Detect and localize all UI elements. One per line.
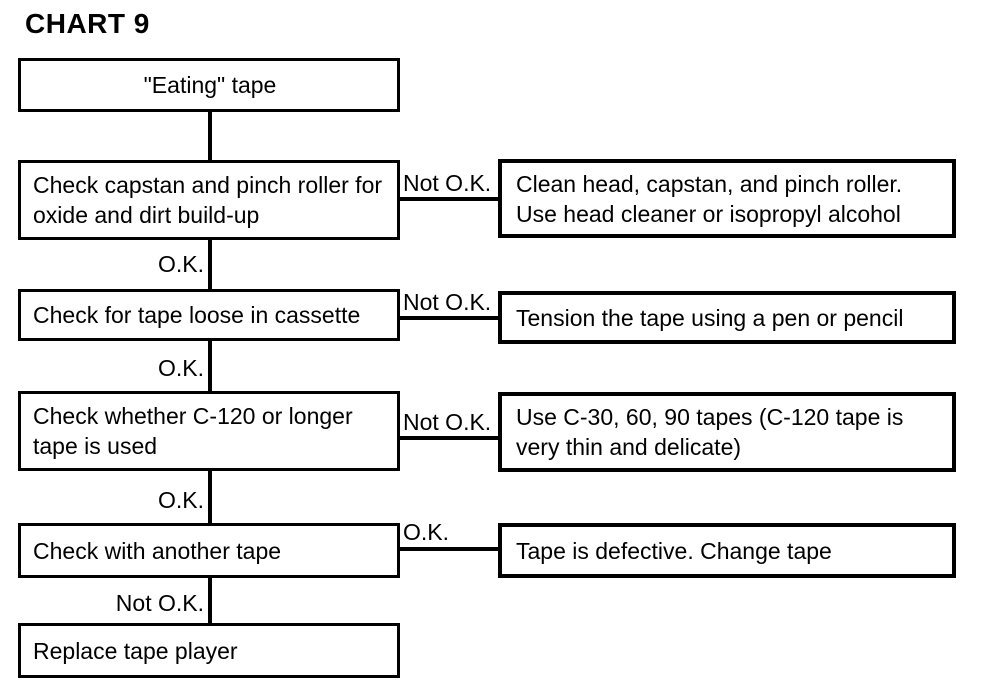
connector-down-3 (208, 469, 212, 523)
branch-label-not-ok-1: Not O.K. (403, 170, 492, 196)
remedy-clean-head-label: Clean head, capstan, and pinch roller. U… (516, 170, 903, 227)
check-another-tape-box: Check with another tape (18, 523, 400, 578)
check-capstan-box: Check capstan and pinch roller for oxide… (18, 160, 400, 240)
branch-label-not-ok-4: Not O.K. (115, 590, 204, 616)
branch-label-not-ok-2: Not O.K. (403, 289, 492, 315)
symptom-box: "Eating" tape (18, 58, 400, 112)
remedy-tension-tape-box: Tension the tape using a pen or pencil (498, 291, 956, 344)
remedy-change-tape-box: Tape is defective. Change tape (498, 523, 956, 578)
connector-down-2 (208, 339, 212, 391)
remedy-use-shorter-tapes-box: Use C-30, 60, 90 tapes (C-120 tape is ve… (498, 392, 956, 472)
check-c120-box: Check whether C-120 or longer tape is us… (18, 391, 400, 471)
check-loose-tape-box: Check for tape loose in cassette (18, 289, 400, 341)
chart-title: CHART 9 (25, 8, 150, 39)
symptom-label: "Eating" tape (143, 72, 277, 98)
branch-label-not-ok-3: Not O.K. (403, 409, 492, 435)
remedy-change-tape-label: Tape is defective. Change tape (516, 537, 832, 564)
check-c120-label: Check whether C-120 or longer tape is us… (33, 403, 353, 459)
connector-side-1 (400, 197, 498, 201)
branch-label-ok-1: O.K. (157, 251, 204, 277)
branch-label-ok-3: O.K. (157, 487, 204, 513)
replace-player-label: Replace tape player (33, 637, 238, 664)
connector-side-3 (400, 436, 498, 440)
replace-player-box: Replace tape player (18, 623, 400, 678)
check-loose-tape-label: Check for tape loose in cassette (33, 302, 361, 328)
connector-down-4 (208, 576, 212, 623)
branch-label-ok-2: O.K. (157, 355, 204, 381)
connector-down-0 (208, 110, 212, 160)
remedy-use-shorter-tapes-label: Use C-30, 60, 90 tapes (C-120 tape is ve… (516, 404, 904, 460)
remedy-clean-head-box: Clean head, capstan, and pinch roller. U… (498, 159, 956, 238)
branch-label-ok-side-4: O.K. (403, 519, 450, 545)
connector-side-4 (400, 547, 498, 551)
connector-side-2 (400, 316, 498, 320)
check-another-tape-label: Check with another tape (33, 537, 282, 564)
connector-down-1 (208, 238, 212, 289)
remedy-tension-tape-label: Tension the tape using a pen or pencil (516, 304, 904, 331)
check-capstan-label: Check capstan and pinch roller for oxide… (33, 172, 383, 228)
